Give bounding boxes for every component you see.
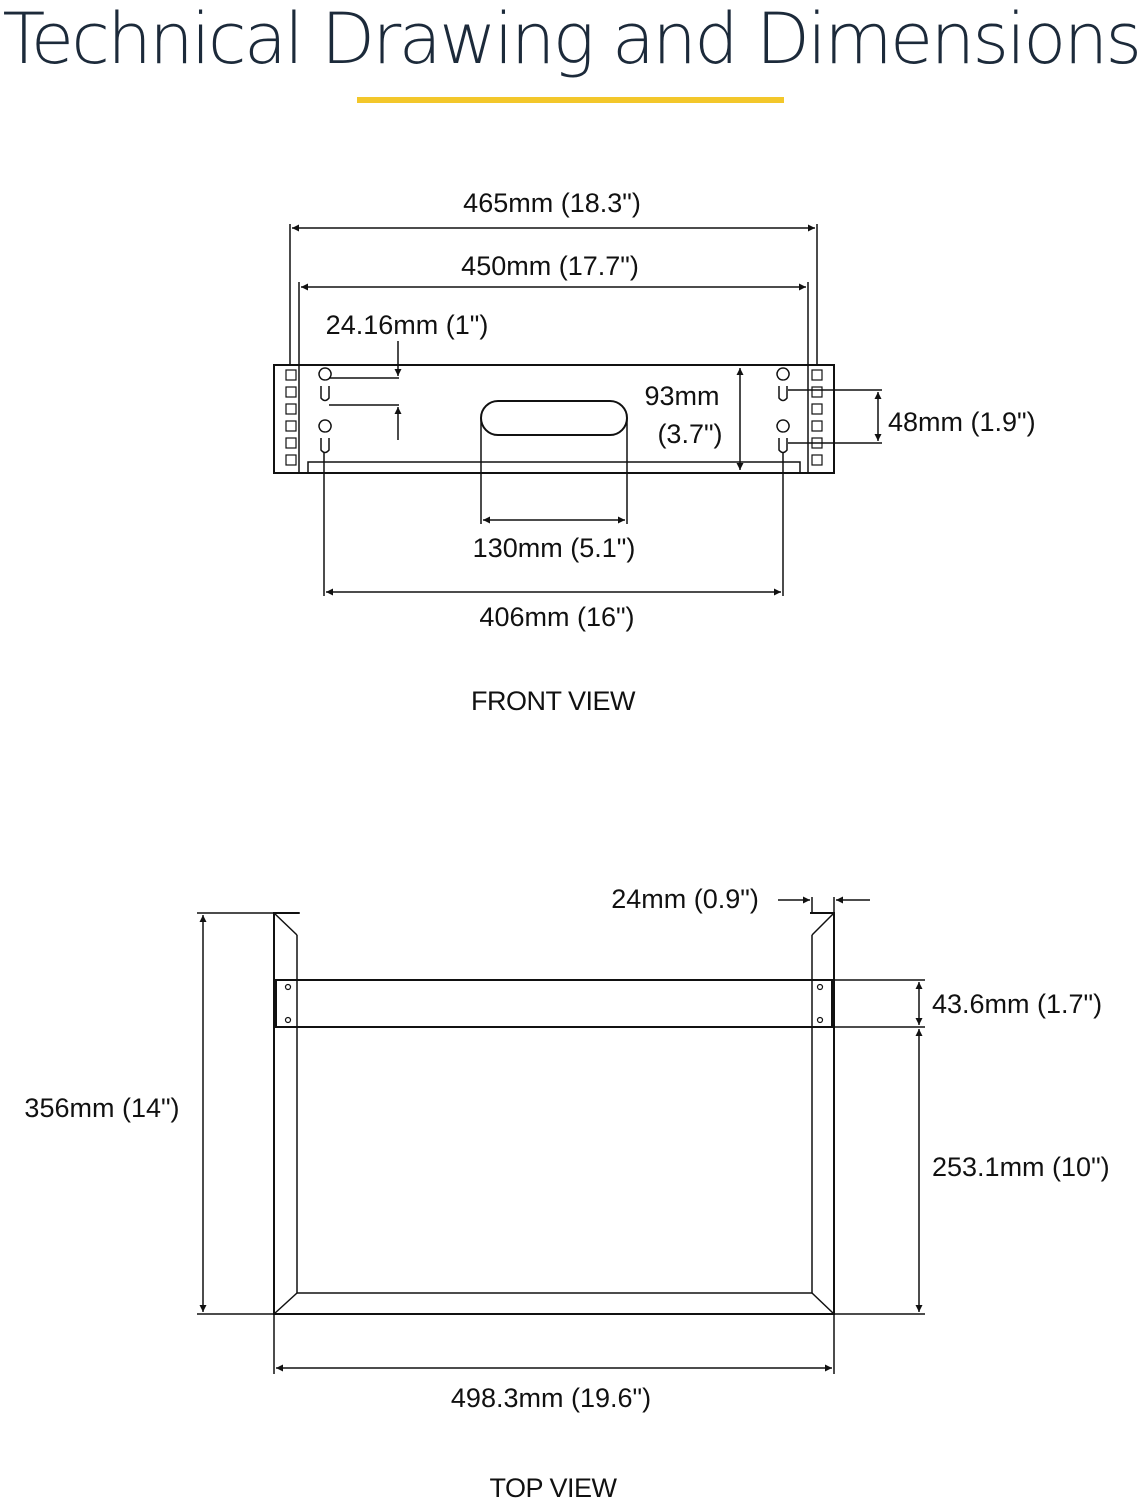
top-view-caption: TOP VIEW [489, 1473, 617, 1500]
dim-hole-vertical: 48mm (1.9") [888, 407, 1036, 437]
top-frame [273, 912, 835, 1315]
dim-rail-spacing: 450mm (17.7") [461, 251, 639, 281]
keyhole-slots [318, 367, 790, 454]
page-title: Technical Drawing and Dimensions [2, 0, 1142, 80]
dim-flange: 24mm (0.9") [611, 884, 759, 914]
front-plate [275, 979, 833, 1028]
dim-height-in: (3.7") [657, 419, 722, 449]
dim-plate-depth: 43.6mm (1.7") [932, 989, 1102, 1019]
title-underline [357, 97, 784, 103]
dim-height-mm: 93mm [644, 381, 719, 411]
front-view-caption: FRONT VIEW [471, 686, 636, 716]
right-rack-ear-holes [811, 369, 823, 466]
handle-cutout [480, 400, 628, 436]
dim-hole-horizontal: 406mm (16") [479, 602, 634, 632]
dim-inner-depth: 253.1mm (10") [932, 1152, 1110, 1182]
dim-slot-offset: 24.16mm (1") [326, 310, 489, 340]
dim-total-depth: 356mm (14") [24, 1093, 179, 1123]
front-panel [273, 364, 835, 474]
top-view: 24mm (0.9") 356mm (14") 43.6mm (1.7") 25… [24, 884, 1109, 1500]
front-view: 465mm (18.3") 450mm (17.7") 24.16mm (1")… [273, 188, 1036, 716]
dim-total-width: 498.3mm (19.6") [451, 1383, 651, 1413]
dim-handle-width: 130mm (5.1") [473, 533, 636, 563]
left-rack-ear-holes [285, 369, 297, 466]
dim-overall-width: 465mm (18.3") [463, 188, 641, 218]
